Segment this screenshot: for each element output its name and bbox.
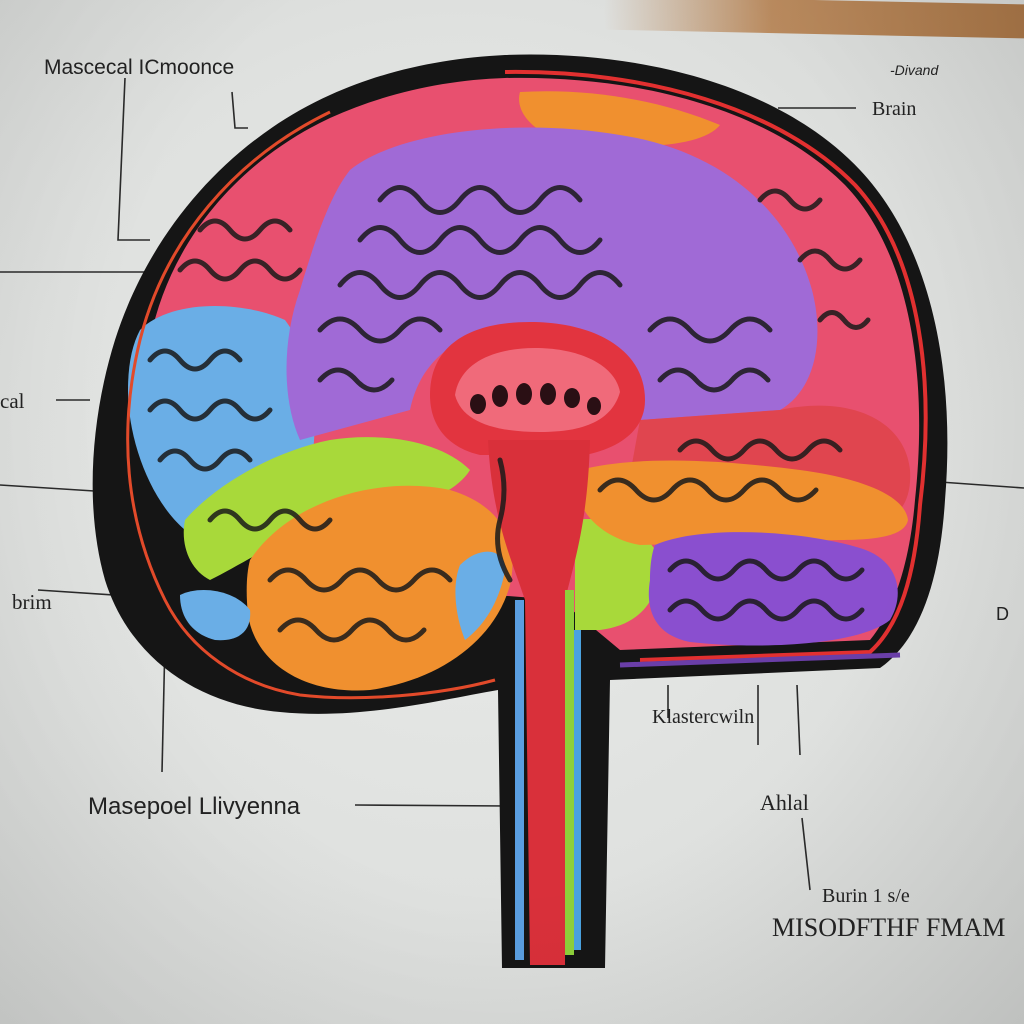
label-top-right-small: -Divand [890,62,939,78]
blue-fold-left [180,590,251,641]
occipital-lobe-orange [580,460,908,545]
leader-line-right-mid [939,481,1024,489]
thalamus-inner [455,348,620,432]
cerebellum-edge-lime [575,519,660,630]
label-right-lower: Klastercwiln [652,706,755,728]
label-left-mid: cal [0,389,25,413]
label-brain-upper-right: Brain [872,98,917,120]
leader-line-right-bottom [801,817,811,891]
label-right-mid: D [996,604,1009,624]
spinal-cord-green-stripe [565,590,574,955]
label-top-left: Mascecal ICmoonce [44,56,235,79]
label-right-bottom-b: Burin 1 s/e [822,885,910,907]
label-bottom-left: Masepoel Llivyenna [88,793,301,820]
cortex-outline-red-left [126,110,496,700]
leader-line-left-mid [0,484,111,493]
label-right-bottom-c: MISODFTHF FMAM [772,913,1006,942]
label-right-bottom-a: Ahlal [760,790,809,815]
cerebrum-purple [286,127,818,440]
blue-fold-center [455,551,505,640]
leader-line-right-lower-3 [796,684,801,756]
leader-line-top-left-2 [231,91,248,129]
brainstem [488,440,590,965]
leader-line-bottom [354,804,511,807]
spinal-cord-cyan-stripe [574,630,581,950]
cortex-outline-red [504,69,928,662]
cerebellum-violet [648,532,898,646]
leader-line-top-left [117,77,150,241]
thalamus-folds [470,383,601,415]
temporal-lobe-orange [246,485,513,691]
base-band-violet [619,652,901,668]
spinal-cord-blue-stripe [515,600,524,960]
leader-lines [0,77,1024,891]
gyri-texture [147,185,871,643]
label-left-lower: brim [12,590,52,614]
